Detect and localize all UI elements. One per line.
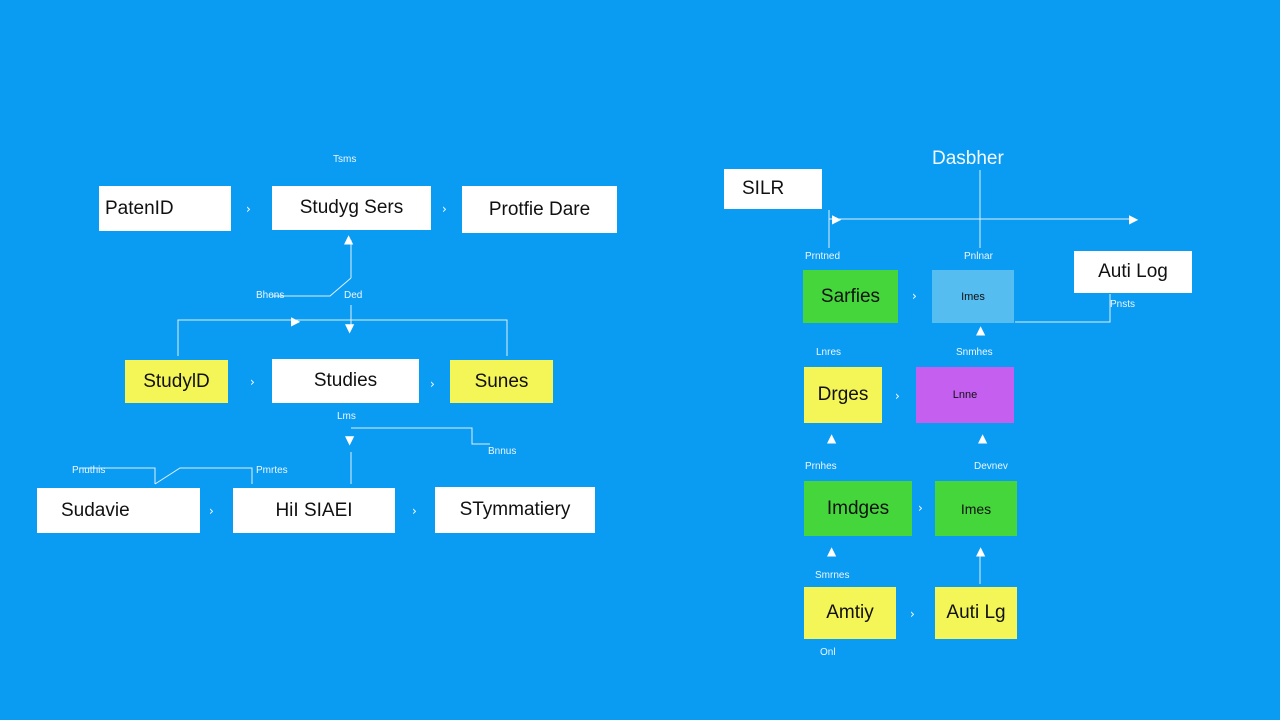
- left-mid-label-2: Ded: [344, 290, 363, 301]
- node-patient-id: PatenID: [99, 186, 231, 231]
- arrow-down-icon: ▼: [345, 321, 355, 335]
- right-row2-label-2: Snmhes: [956, 347, 993, 358]
- arrow-down-icon: ▼: [345, 433, 355, 447]
- node-audit-log: Auti Log: [1074, 251, 1192, 293]
- right-row3-label-1: Prnhes: [805, 461, 837, 472]
- arrow-right-icon: ▶: [832, 212, 842, 226]
- node-audit-log-yellow: Auti Lg: [935, 587, 1017, 639]
- arrow-right-icon: ›: [250, 375, 255, 389]
- node-series: Sunes: [450, 360, 553, 403]
- arrow-up-icon: ▲: [344, 232, 354, 246]
- arrow-right-icon: ›: [430, 377, 435, 391]
- left-mid-label-1: Bhens: [256, 290, 285, 301]
- arrow-up-icon: ▲: [827, 431, 837, 445]
- arrow-up-icon: ▲: [978, 431, 988, 445]
- right-bottom-label: Onl: [820, 647, 836, 658]
- node-images-green: Imdges: [804, 481, 912, 536]
- left-row3-label-3: Bnnus: [488, 446, 517, 457]
- arrow-right-icon: ›: [209, 504, 214, 518]
- left-row3-label-1: Pnuthis: [72, 465, 106, 476]
- right-row2-label-1: Lnres: [816, 347, 842, 358]
- node-hil-siaei: HiI SIAEI: [233, 488, 395, 533]
- arrow-right-icon: ▶: [291, 314, 301, 328]
- node-silr: SILR: [724, 169, 822, 209]
- arrow-right-icon: ›: [912, 289, 917, 303]
- arrow-right-icon: ›: [895, 389, 900, 403]
- arrow-right-icon: ›: [910, 607, 915, 621]
- node-series-green: Sarfies: [803, 270, 898, 323]
- node-purple: Lnne: [916, 367, 1014, 423]
- node-activity: Amtiy: [804, 587, 896, 639]
- arrow-up-icon: ▲: [976, 544, 986, 558]
- right-title: Dasbher: [932, 148, 1004, 169]
- node-lnes-green: Imes: [935, 481, 1017, 536]
- arrow-right-icon: ›: [918, 501, 923, 515]
- arrow-up-icon: ▲: [827, 544, 837, 558]
- arrow-right-icon: ›: [246, 202, 251, 216]
- right-audit-label: Pnsts: [1110, 299, 1136, 310]
- right-row4-label-1: Smrnes: [815, 570, 850, 581]
- right-row3-label-2: Devnev: [974, 461, 1008, 472]
- node-study-id: StudylD: [125, 360, 228, 403]
- node-images-blue: Imes: [932, 270, 1014, 323]
- right-row1-label-1: Prntned: [805, 251, 841, 262]
- left-row2-below-label: Lms: [337, 411, 356, 422]
- node-sudavie: Sudavie: [37, 488, 200, 533]
- left-row3-label-2: Pmrtes: [256, 465, 288, 476]
- arrow-up-icon: ▲: [976, 323, 986, 337]
- right-row1-label-2: Pnlnar: [964, 251, 993, 262]
- node-study-series: Studyg Sers: [272, 186, 431, 230]
- arrow-right-icon: ›: [412, 504, 417, 518]
- node-dlges: Drges: [804, 367, 882, 423]
- node-profile-date: Protfie Dare: [462, 186, 617, 233]
- node-studies: Studies: [272, 359, 419, 403]
- arrow-right-icon: ›: [442, 202, 447, 216]
- left-top-label: Tsms: [333, 154, 357, 165]
- arrow-right-icon: ▶: [1129, 212, 1139, 226]
- node-stymmatiery: STymmatiery: [435, 487, 595, 533]
